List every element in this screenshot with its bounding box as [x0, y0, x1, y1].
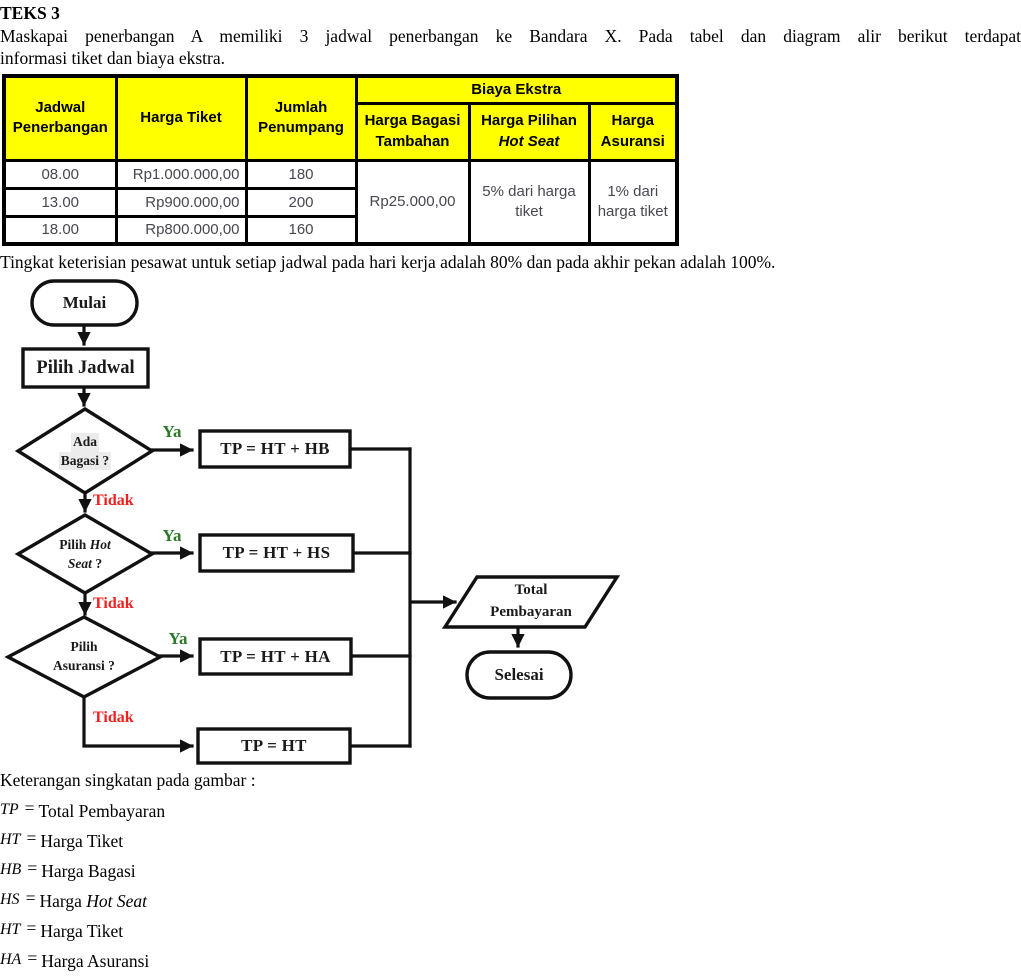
legend-item-tp: TP=Total Pembayaran [0, 798, 166, 821]
terminator-end-label: Selesai [494, 665, 544, 684]
table-row: 18.00 Rp800.000,00 160 [2, 214, 677, 246]
hot-seat-header-line2: Hot Seat [498, 132, 560, 150]
flowchart-diagram: Mulai Pilih Jadwal Ada Bagasi ? Ya TP = … [0, 278, 1021, 772]
cell-harga: Rp800.000,00 [114, 214, 248, 246]
occupancy-note: Tingkat keterisian pesawat untuk setiap … [0, 252, 776, 272]
no-label-2: Tidak [93, 595, 134, 612]
intro-line-1: Maskapai penerbangan A memiliki 3 jadwal… [0, 26, 1021, 46]
abbreviation-legend: Keterangan singkatan pada gambar : TP=To… [0, 769, 256, 976]
cell-jadwal: 18.00 [2, 214, 118, 246]
col-header-biaya-ekstra: Biaya Ekstra [354, 74, 679, 105]
decision-asuransi-line1: Pilih [70, 639, 98, 655]
cell-harga: Rp900.000,00 [114, 186, 248, 218]
legend-item-ha: HA=Harga Asuransi [0, 948, 150, 971]
process-p2-shape [198, 533, 355, 573]
output-total-shape [441, 575, 621, 629]
decision-asuransi-line2: Asuransi ? [53, 658, 115, 673]
decision-bagasi-line1: Ada [70, 432, 99, 452]
process-p4-label: TP = HT [241, 736, 307, 755]
col-header-jumlah: Jumlah Penumpang [244, 74, 358, 162]
process-p2-label: TP = HT + HS [222, 543, 331, 562]
cell-harga-hot-seat: 5% dari harga tiket [467, 158, 591, 246]
decision-hot-seat-line1: Pilih Hot [59, 537, 111, 553]
col-header-bagasi: Harga Bagasi Tambahan [354, 101, 471, 162]
terminator-start-label: Mulai [62, 293, 107, 312]
legend-title: Keterangan singkatan pada gambar : [0, 770, 256, 790]
cell-harga: Rp1.000.000,00 [114, 158, 248, 190]
no-label-1: Tidak [93, 492, 134, 509]
legend-item-ht: HT=Harga Tiket [0, 828, 124, 851]
decision-asuransi-label: Pilih Asuransi ? [10, 634, 158, 680]
process-p3-label: TP = HT + HA [220, 646, 331, 666]
legend-item-hb: HB=Harga Bagasi [0, 858, 136, 881]
process-p1-shape [198, 429, 352, 469]
yes-label-2: Ya [162, 526, 182, 545]
decision-bagasi-label: Ada Bagasi ? [25, 429, 145, 474]
cell-jadwal: 08.00 [2, 158, 118, 190]
flowchart-shapes [4, 279, 621, 765]
process-step1-shape [21, 347, 150, 389]
output-total-line1: Total [514, 582, 548, 599]
page-title: TEKS 3 [0, 3, 60, 23]
cell-penumpang: 180 [244, 158, 358, 190]
flight-info-table: Jadwal Penerbangan Harga Tiket Jumlah Pe… [2, 74, 679, 246]
process-p1-label: TP = HT + HB [220, 439, 330, 458]
output-total-line2: Pembayaran [490, 604, 572, 620]
flowline-d3-no [82, 695, 194, 753]
yes-label-1: Ya [162, 422, 182, 441]
decision-hot-seat-shape [14, 513, 156, 595]
decision-bagasi-line2: Bagasi ? [58, 451, 112, 471]
process-p4-shape [196, 727, 352, 765]
legend-item-hs: HS=Harga Hot Seat [0, 888, 148, 911]
col-header-asuransi: Harga Asuransi [587, 101, 679, 162]
output-total-label: Total Pembayaran [453, 577, 609, 627]
col-header-jadwal: Jadwal Penerbangan [2, 74, 118, 162]
col-header-harga-tiket: Harga Tiket [114, 74, 248, 162]
no-label-3: Tidak [93, 709, 134, 726]
cell-harga-bagasi: Rp25.000,00 [354, 158, 471, 246]
terminator-end-shape [465, 650, 573, 700]
intro-paragraph: Maskapai penerbangan A memiliki 3 jadwal… [0, 26, 1021, 69]
decision-asuransi-shape [4, 615, 164, 699]
cell-penumpang: 160 [244, 214, 358, 246]
terminator-start-shape [30, 279, 139, 327]
process-p3-shape [198, 637, 353, 676]
cell-penumpang: 200 [244, 186, 358, 218]
cell-jadwal: 13.00 [2, 186, 118, 218]
intro-line-2: informasi tiket dan biaya ekstra. [0, 47, 225, 68]
table-row: 08.00 Rp1.000.000,00 180 Rp25.000,00 5% … [2, 158, 679, 246]
cell-harga-asuransi: 1% dari harga tiket [587, 158, 679, 246]
decision-hot-seat-line2: Seat ? [67, 556, 103, 571]
process-step1-label: Pilih Jadwal [36, 357, 135, 378]
yes-label-3: Ya [168, 629, 188, 648]
decision-hot-seat-label: Pilih Hot Seat ? [18, 532, 152, 578]
table-row: 13.00 Rp900.000,00 200 [2, 186, 677, 218]
hot-seat-header-line1: Harga Pilihan [481, 112, 577, 130]
legend-item-ht2: HT=Harga Tiket [0, 918, 124, 941]
